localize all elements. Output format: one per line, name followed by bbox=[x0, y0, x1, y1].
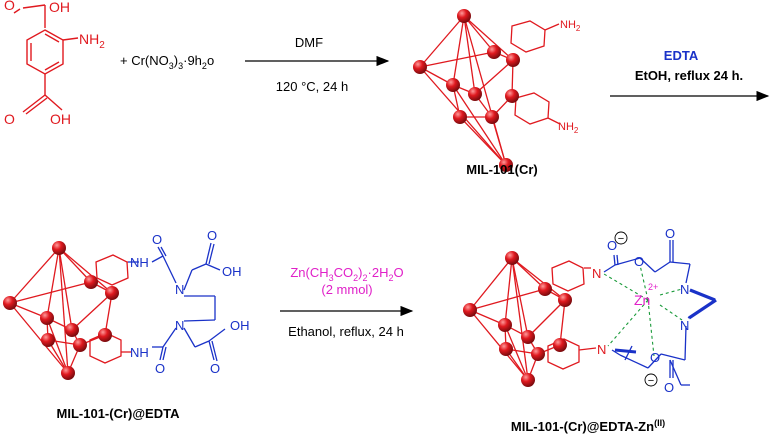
mof1-amine-top: NH2 bbox=[560, 19, 581, 33]
zn-complex-n-edta-bottom: N bbox=[680, 318, 689, 333]
product-1-name: MIL-101(Cr) bbox=[466, 162, 538, 177]
arrow-3-below: Ethanol, reflux, 24 h bbox=[288, 324, 404, 339]
zn-complex-o-carbonyl-top: O bbox=[665, 226, 675, 241]
mof1-amine-bottom: NH2 bbox=[558, 121, 579, 135]
product-2-name: MIL-101-(Cr)@EDTA bbox=[57, 406, 181, 421]
edta-oh-bottom: OH bbox=[230, 318, 250, 333]
mof-edta-cluster: NH O N O OH N OH NH O O bbox=[3, 228, 250, 380]
zn-complex-n-edta-top: N bbox=[680, 282, 689, 297]
zn-complex-n-bottom: N bbox=[597, 342, 606, 357]
atom-nh-acid-sub: 2 bbox=[99, 40, 105, 51]
atom-nh-acid: NH bbox=[79, 31, 99, 47]
arrow-3-above-line2: (2 mmol) bbox=[321, 282, 372, 297]
svg-text:−: − bbox=[618, 233, 624, 245]
mof-edta-zn-cluster: N N O O O N N O O Zn 2+ − − bbox=[463, 226, 717, 395]
atom-oh-top: OH bbox=[49, 0, 70, 15]
arrow-3-above: Zn(CH3CO2)2·2H2O bbox=[290, 265, 403, 283]
aminoterephthalic-acid bbox=[13, 4, 79, 115]
zinc-charge: 2+ bbox=[648, 282, 658, 292]
edta-oh-top: OH bbox=[222, 264, 242, 279]
edta-nh-top: NH bbox=[130, 255, 149, 270]
acid-atom-labels: O OH NH2 O OH bbox=[4, 0, 105, 127]
negative-charge-bottom: − bbox=[644, 373, 658, 387]
zn-complex-o-carboxy-top: O bbox=[634, 254, 644, 269]
svg-text:−: − bbox=[648, 375, 654, 387]
atom-oh-bottom: OH bbox=[50, 111, 71, 127]
atom-o-top: O bbox=[4, 0, 15, 13]
negative-charge-top: − bbox=[614, 231, 628, 245]
edta-o-top: O bbox=[152, 232, 162, 247]
arrow-2-above: EDTA bbox=[664, 48, 699, 63]
arrow-2-below: EtOH, reflux 24 h. bbox=[635, 68, 743, 83]
edta-o-acid-top: O bbox=[207, 228, 217, 243]
chromium-nitrate-reagent: + Cr(NO3)3·9h2o bbox=[120, 53, 214, 71]
zn-complex-o-amide-top: O bbox=[607, 238, 617, 253]
atom-o-bottom: O bbox=[4, 111, 15, 127]
edta-o-acid-bottom: O bbox=[210, 361, 220, 376]
product-3-name: MIL-101-(Cr)@EDTA-Zn(II) bbox=[511, 418, 665, 434]
zinc-ion: Zn bbox=[634, 292, 650, 308]
edta-n-bottom: N bbox=[175, 318, 184, 333]
mof-cluster-1: NH2 NH2 bbox=[413, 9, 581, 172]
arrow-1-below: 120 °C, 24 h bbox=[276, 79, 348, 94]
edta-nh-bottom: NH bbox=[130, 345, 149, 360]
zn-complex-o-carboxy-bottom: O bbox=[650, 350, 660, 365]
zn-complex-o-carbonyl-bottom: O bbox=[664, 380, 674, 395]
arrow-1-above: DMF bbox=[295, 35, 323, 50]
zn-complex-n-top: N bbox=[592, 266, 601, 281]
svg-text:NH2: NH2 bbox=[79, 31, 105, 51]
edta-n-top: N bbox=[175, 282, 184, 297]
edta-o-bottom: O bbox=[155, 361, 165, 376]
